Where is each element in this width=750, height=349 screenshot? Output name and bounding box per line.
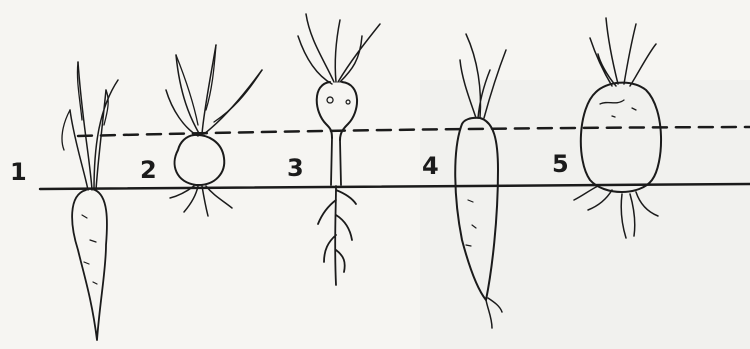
label-2: 2 — [140, 158, 157, 182]
label-5: 5 — [552, 152, 569, 176]
label-3: 3 — [287, 156, 304, 180]
label-1: 1 — [10, 160, 27, 184]
label-4: 4 — [422, 154, 439, 178]
paper-shade — [420, 80, 750, 349]
